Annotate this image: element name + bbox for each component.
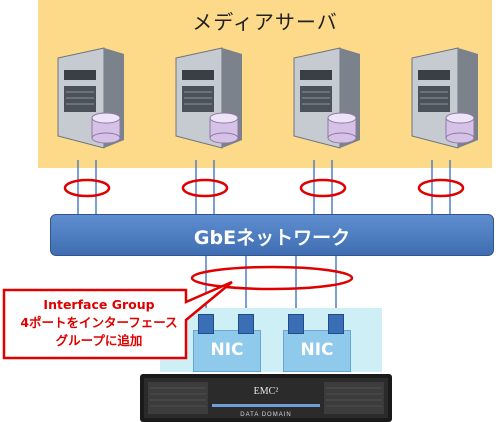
- media-server-title: メディアサーバ: [192, 10, 338, 34]
- link-aggregation-ring-3: [299, 178, 347, 198]
- appliance-product: DATA DOMAIN: [240, 412, 291, 418]
- link-aggregation-ring-1: [63, 178, 111, 198]
- database-icon: [209, 112, 239, 144]
- interface-group-ring: [190, 265, 354, 291]
- callout-line: グループに追加: [55, 333, 143, 348]
- callout-line: Interface Group: [43, 297, 155, 312]
- link-aggregation-ring-4: [417, 178, 465, 198]
- appliance-brand: EMC²: [254, 386, 279, 397]
- nic-label: NIC: [300, 340, 334, 360]
- server-3: [293, 47, 360, 149]
- nic-port: [288, 314, 304, 334]
- nic-card-2: NIC: [283, 330, 351, 372]
- server-4: [411, 47, 478, 149]
- nic-card-1: NIC: [193, 330, 261, 372]
- nic-port: [198, 314, 214, 334]
- network-label: GbEネットワーク: [193, 227, 351, 249]
- nic-label: NIC: [210, 340, 244, 360]
- link-aggregation-ring-2: [181, 178, 229, 198]
- database-icon: [327, 112, 357, 144]
- database-icon: [445, 112, 475, 144]
- data-domain-appliance: EMC² DATA DOMAIN: [140, 374, 392, 422]
- server-1: [57, 47, 124, 149]
- server-2: [175, 47, 242, 149]
- database-icon: [91, 112, 121, 144]
- callout-line: 4ポートをインターフェース: [20, 315, 178, 330]
- nic-port: [238, 314, 254, 334]
- nic-port: [328, 314, 344, 334]
- gbe-network: GbEネットワーク: [50, 214, 494, 256]
- callout-text: Interface Group 4ポートをインターフェース グループに追加: [10, 296, 188, 350]
